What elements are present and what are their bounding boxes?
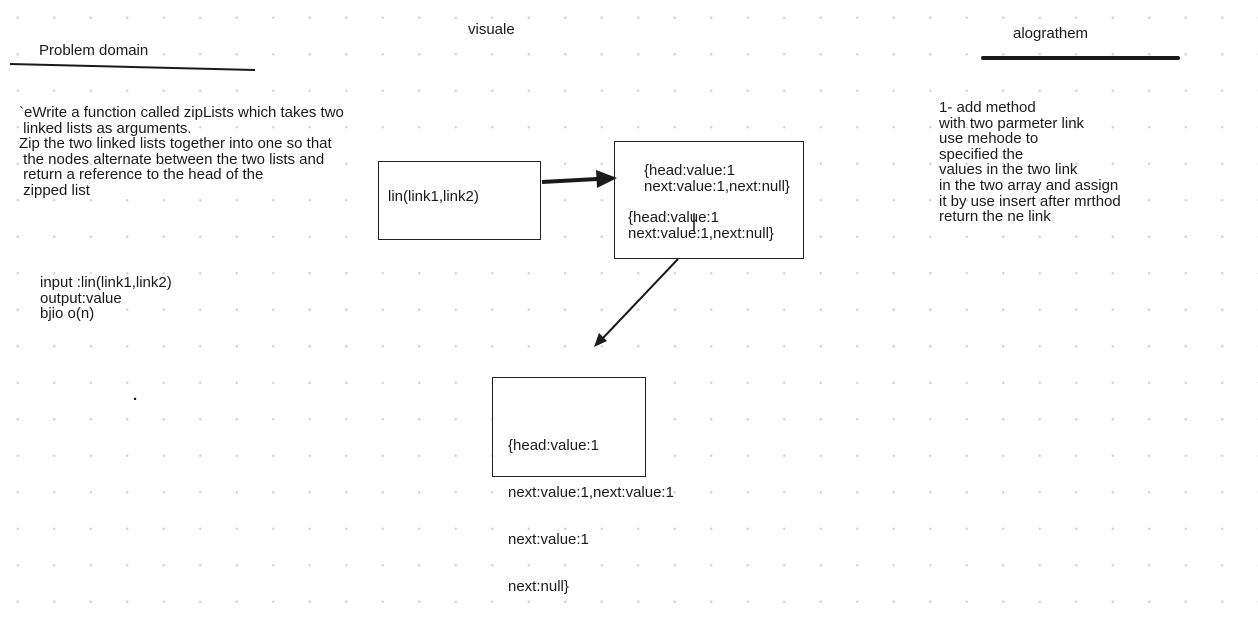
algorithm-step: with two parmeter link xyxy=(939,114,1085,132)
problem-line: Zip the two linked lists together into o… xyxy=(19,135,332,153)
algorithm-step: return the ne link xyxy=(939,208,1051,226)
result-list: {head:value:1 next:value:1,next:value:1 … xyxy=(508,407,674,625)
algorithm-step: 1- add method xyxy=(939,99,1036,116)
stray-dot: . xyxy=(133,387,138,404)
list-node-text: {head:value:1 xyxy=(644,162,735,179)
algorithm-step: it by use insert after mrthod xyxy=(939,192,1121,210)
algorithm-step: specified the xyxy=(939,145,1024,163)
arrow-lists-to-result xyxy=(594,258,679,347)
algorithm-step: use mehode to xyxy=(939,130,1039,148)
list-node-text: next:null} xyxy=(508,577,569,595)
list-node-text: next:value:1 xyxy=(508,530,589,548)
problem-domain-underline xyxy=(9,63,256,71)
problem-line: `eWrite a function called zipLists which… xyxy=(19,104,344,121)
input-lists-box[interactable]: {head:value:1 next:value:1,next:null} {h… xyxy=(614,141,804,259)
arrow-function-to-lists xyxy=(541,170,617,188)
problem-line: the nodes alternate between the two list… xyxy=(19,150,325,168)
problem-line: return a reference to the head of the xyxy=(19,166,264,184)
result-list-box[interactable]: {head:value:1 next:value:1,next:value:1 … xyxy=(492,377,674,594)
list-node-text: {head:value:1 xyxy=(508,437,599,455)
visuale-heading: visuale xyxy=(468,21,515,38)
problem-line: linked lists as arguments. xyxy=(19,119,192,137)
list-node-text: next:value:1,next:value:1 xyxy=(508,483,674,501)
problem-domain-heading: Problem domain xyxy=(39,42,149,59)
list-node-text: next:value:1,next:null} xyxy=(628,224,774,242)
input-list-1: {head:value:1 next:value:1,next:null} xyxy=(644,163,790,194)
io-line: input :lin(link1,link2) xyxy=(40,274,172,291)
algorithm-step: values in the two link xyxy=(939,161,1078,179)
algorithm-step: in the two array and assign xyxy=(939,176,1119,194)
algorithm-steps: 1- add method with two parmeter link use… xyxy=(939,100,1121,225)
function-box-label: lin(link1,link2) xyxy=(388,188,479,205)
input-list-2: {head:value:1 next:value:1,next:null} xyxy=(628,210,774,241)
problem-description: `eWrite a function called zipLists which… xyxy=(19,105,344,199)
io-description: input :lin(link1,link2) output:value bji… xyxy=(40,275,172,322)
list-node-text: next:value:1,next:null} xyxy=(644,177,790,195)
problem-line: zipped list xyxy=(19,181,90,199)
io-line: output:value xyxy=(40,289,122,307)
function-box[interactable]: lin(link1,link2) xyxy=(378,161,541,240)
list-node-text: {head:value:1 xyxy=(628,209,719,226)
io-line: bjio o(n) xyxy=(40,305,95,323)
algorithm-heading: alograthem xyxy=(1013,25,1089,42)
